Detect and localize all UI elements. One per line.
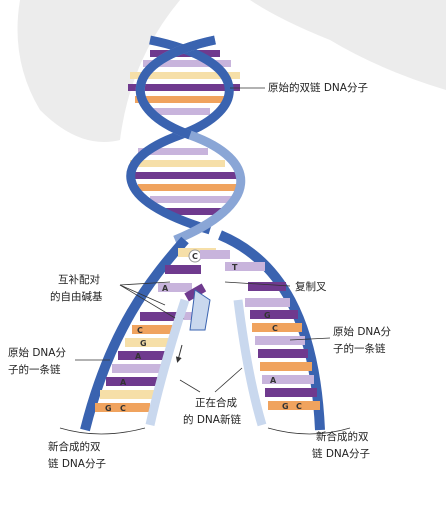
- base-letter: G: [264, 311, 271, 320]
- left-new-strand: [145, 298, 190, 426]
- base-letter: A: [135, 352, 142, 361]
- base-letter: C: [296, 402, 302, 411]
- leader-lines: [59, 87, 351, 435]
- label-original-dsdna: 原始的双链 DNA分子: [268, 81, 368, 94]
- base-letter: C: [272, 324, 278, 333]
- base-letter: T: [232, 263, 238, 272]
- labels: 原始的双链 DNA分子 互补配对 的自由碱基 复制叉 原始 DNA分 子的一条链…: [8, 81, 391, 470]
- label-original-strand-left-line2: 子的一条链: [8, 363, 61, 376]
- label-original-strand-left-line1: 原始 DNA分: [8, 346, 66, 359]
- label-free-bases-line2: 的自由碱基: [50, 290, 103, 303]
- label-new-dsdna-left-line2: 链 DNA分子: [48, 457, 106, 470]
- watermark: [17, 0, 446, 142]
- label-new-strand-line2: 的 DNA新链: [183, 413, 241, 426]
- label-new-dsdna-left-line1: 新合成的双: [48, 440, 101, 453]
- replication-fork: C T A A C G A A G C: [80, 230, 325, 432]
- base-letter: C: [120, 404, 126, 413]
- label-original-strand-right-line2: 子的一条链: [333, 342, 386, 355]
- base-letter: G: [282, 402, 289, 411]
- left-original-strand: [80, 236, 189, 432]
- left-daughter-rungs: C G A A G C: [95, 312, 180, 413]
- label-new-dsdna-right-line2: 链 DNA分子: [312, 447, 370, 460]
- helix-base-pairs: [128, 50, 243, 215]
- base-letter: G: [140, 339, 147, 348]
- base-letter: A: [270, 376, 277, 385]
- label-free-bases-line1: 互补配对: [58, 273, 100, 286]
- base-letter: C: [192, 252, 198, 261]
- label-original-strand-right-line1: 原始 DNA分: [333, 325, 391, 338]
- label-new-strand-line1: 正在合成: [195, 396, 237, 409]
- right-daughter-rungs: G C A G C: [245, 298, 320, 411]
- base-letter: C: [137, 326, 143, 335]
- right-new-strand: [233, 299, 267, 427]
- base-letter: A: [120, 378, 127, 387]
- base-letter: A: [162, 284, 169, 293]
- label-replication-fork: 复制叉: [295, 280, 327, 293]
- label-new-dsdna-right-line1: 新合成的双: [316, 430, 369, 443]
- base-letter: G: [105, 404, 112, 413]
- original-double-helix: [126, 35, 246, 245]
